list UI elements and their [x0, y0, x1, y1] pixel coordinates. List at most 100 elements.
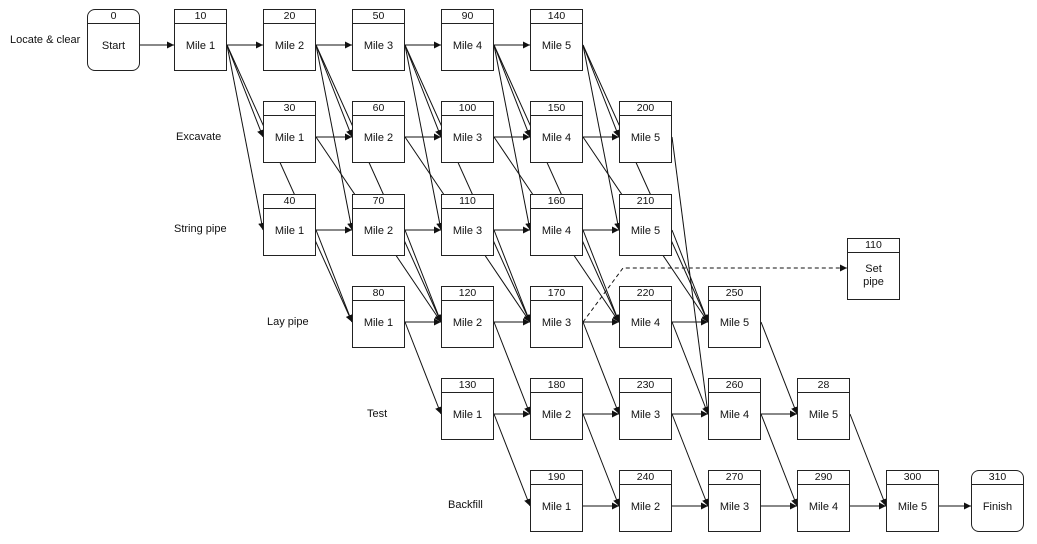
- node-label: Mile 4: [808, 501, 839, 513]
- node-label: Mile 2: [274, 40, 305, 52]
- node-id: 260: [709, 379, 760, 393]
- edge-n70-n120: [404, 229, 442, 323]
- node-label: Mile 4: [719, 409, 750, 421]
- node-label: Mile 3: [541, 317, 572, 329]
- node-id: 310: [972, 471, 1023, 485]
- node-label: Mile 2: [541, 409, 572, 421]
- node-label: Mile 1: [452, 409, 483, 421]
- node-id: 150: [531, 102, 582, 116]
- node-label: Mile 3: [452, 132, 483, 144]
- node-id: 110: [848, 239, 899, 253]
- node-label: Mile 5: [719, 317, 750, 329]
- node-id: 290: [798, 471, 849, 485]
- edge-n250-n280: [760, 321, 798, 415]
- edge-n110-n170: [493, 229, 531, 323]
- node-id: 28: [798, 379, 849, 393]
- node-label: Mile 1: [274, 225, 305, 237]
- row-label-string-pipe: String pipe: [174, 223, 227, 235]
- node-id: 80: [353, 287, 404, 301]
- edge-n50-n100: [404, 44, 442, 138]
- node-label: Mile 2: [363, 132, 394, 144]
- edge-n130-n190: [493, 413, 531, 507]
- node-id: 230: [620, 379, 671, 393]
- node-id: 50: [353, 10, 404, 24]
- node-label: Mile 5: [630, 132, 661, 144]
- node-label: Mile 3: [630, 409, 661, 421]
- node-label: Mile 1: [541, 501, 572, 513]
- node-id: 180: [531, 379, 582, 393]
- row-label-locate-clear: Locate & clear: [10, 34, 81, 46]
- edge-n50-n170: [404, 44, 531, 323]
- node-id: 0: [88, 10, 139, 24]
- edge-n140-n200: [582, 44, 620, 138]
- node-id: 30: [264, 102, 315, 116]
- node-id: 200: [620, 102, 671, 116]
- node-label: Mile 2: [363, 225, 394, 237]
- node-id: 70: [353, 195, 404, 209]
- node-id: 160: [531, 195, 582, 209]
- node-label: Set pipe: [863, 262, 884, 288]
- node-id: 120: [442, 287, 493, 301]
- edge-n220-n260: [671, 321, 709, 415]
- node-label: Mile 1: [363, 317, 394, 329]
- edge-n10-n30: [226, 44, 264, 138]
- row-label-test: Test: [367, 408, 388, 420]
- node-id: 140: [531, 10, 582, 24]
- node-label: Mile 3: [363, 40, 394, 52]
- edge-n280-n300: [849, 413, 887, 507]
- edge-n120-n180: [493, 321, 531, 415]
- node-id: 270: [709, 471, 760, 485]
- node-id: 130: [442, 379, 493, 393]
- node-id: 110: [442, 195, 493, 209]
- node-label: Mile 2: [452, 317, 483, 329]
- node-id: 40: [264, 195, 315, 209]
- edge-n160-n220: [582, 229, 620, 323]
- edge-n40-n80: [315, 229, 353, 323]
- node-id: 100: [442, 102, 493, 116]
- edge-n90-n150: [493, 44, 531, 138]
- node-label: Mile 5: [630, 225, 661, 237]
- node-id: 300: [887, 471, 938, 485]
- edge-n80-n130: [404, 321, 442, 415]
- node-id: 90: [442, 10, 493, 24]
- node-label: Mile 5: [897, 501, 928, 513]
- edge-n90-n220: [493, 44, 620, 323]
- node-id: 220: [620, 287, 671, 301]
- node-id: 20: [264, 10, 315, 24]
- node-label: Mile 5: [808, 409, 839, 421]
- row-label-excavate: Excavate: [176, 131, 222, 143]
- edge-n140-n250: [582, 44, 709, 323]
- edge-n200-n260: [671, 136, 711, 415]
- node-label: Mile 1: [274, 132, 305, 144]
- node-label: Mile 4: [541, 132, 572, 144]
- node-id: 170: [531, 287, 582, 301]
- node-label: Finish: [982, 501, 1013, 513]
- node-label: Mile 4: [541, 225, 572, 237]
- node-id: 250: [709, 287, 760, 301]
- edge-n10-n40: [226, 44, 266, 231]
- row-label-lay-pipe: Lay pipe: [267, 316, 309, 328]
- edge-n260-n290: [760, 413, 798, 507]
- node-id: 10: [175, 10, 226, 24]
